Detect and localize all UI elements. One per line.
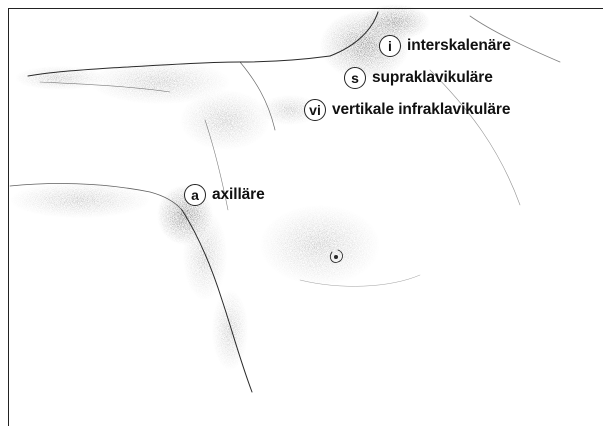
marker-s: s (344, 67, 366, 89)
marker-i: i (379, 35, 401, 57)
label-interscalene: i interskalenäre (379, 35, 511, 57)
label-text-vertical-infraclavicular: vertikale infraklavikuläre (332, 101, 510, 119)
label-text-axillary: axilläre (212, 186, 265, 204)
label-text-supraclavicular: supraklavikuläre (372, 69, 493, 87)
label-vertical-infraclavicular: vi vertikale infraklavikuläre (304, 99, 510, 121)
label-text-interscalene: interskalenäre (407, 37, 511, 55)
label-supraclavicular: s supraklavikuläre (344, 67, 493, 89)
marker-a: a (184, 184, 206, 206)
label-axillary: a axilläre (184, 184, 265, 206)
marker-vi: vi (304, 99, 326, 121)
